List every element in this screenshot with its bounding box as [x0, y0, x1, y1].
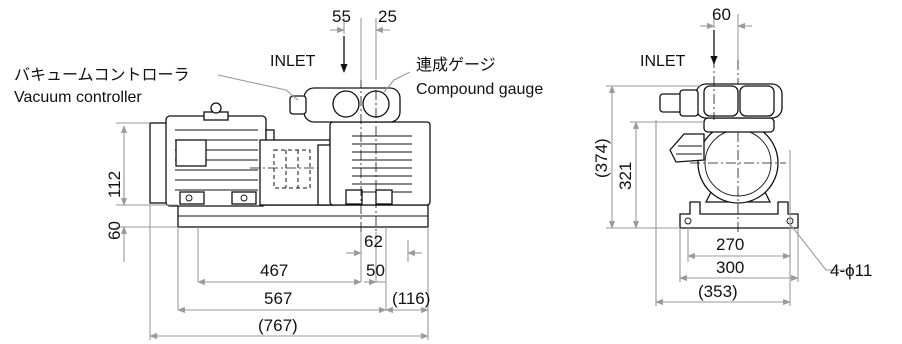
- dim-50: 50: [366, 261, 385, 280]
- dim-116: (116): [392, 289, 430, 308]
- dim-62: 62: [364, 232, 383, 251]
- dim-567: 567: [264, 289, 292, 308]
- vacuum-controller-label-en: Vacuum controller: [14, 89, 142, 106]
- side-view: INLET バキュームコントローラ Vacuum controller 連成ゲー…: [14, 7, 543, 340]
- vacuum-controller-label-jp: バキュームコントローラ: [14, 67, 190, 84]
- pump-body: [289, 78, 431, 232]
- dim-front-60: 60: [712, 5, 731, 24]
- dim-front-300: 300: [716, 258, 744, 277]
- dim-front-321: 321: [616, 162, 635, 190]
- dim-front-270: 270: [716, 235, 744, 254]
- dim-767: (767): [258, 316, 298, 335]
- front-inlet-label: INLET: [640, 53, 686, 70]
- dim-left-60: 60: [105, 221, 124, 240]
- dim-top-55: 55: [332, 7, 351, 26]
- dim-left-112: 112: [105, 171, 124, 198]
- compound-gauge-label-jp: 連成ゲージ: [416, 56, 496, 74]
- motor: [149, 102, 275, 207]
- side-inlet-label: INLET: [270, 53, 316, 70]
- dim-top-25: 25: [378, 7, 397, 26]
- dim-467: 467: [260, 261, 288, 280]
- dim-front-374: (374): [592, 138, 611, 178]
- compound-gauge-label-en: Compound gauge: [416, 81, 543, 98]
- front-view: INLET 60 (374) 321 270 300 (353) 4-ϕ11: [592, 5, 872, 306]
- dim-holes: 4-ϕ11: [830, 261, 872, 280]
- dim-front-353: (353): [698, 282, 738, 301]
